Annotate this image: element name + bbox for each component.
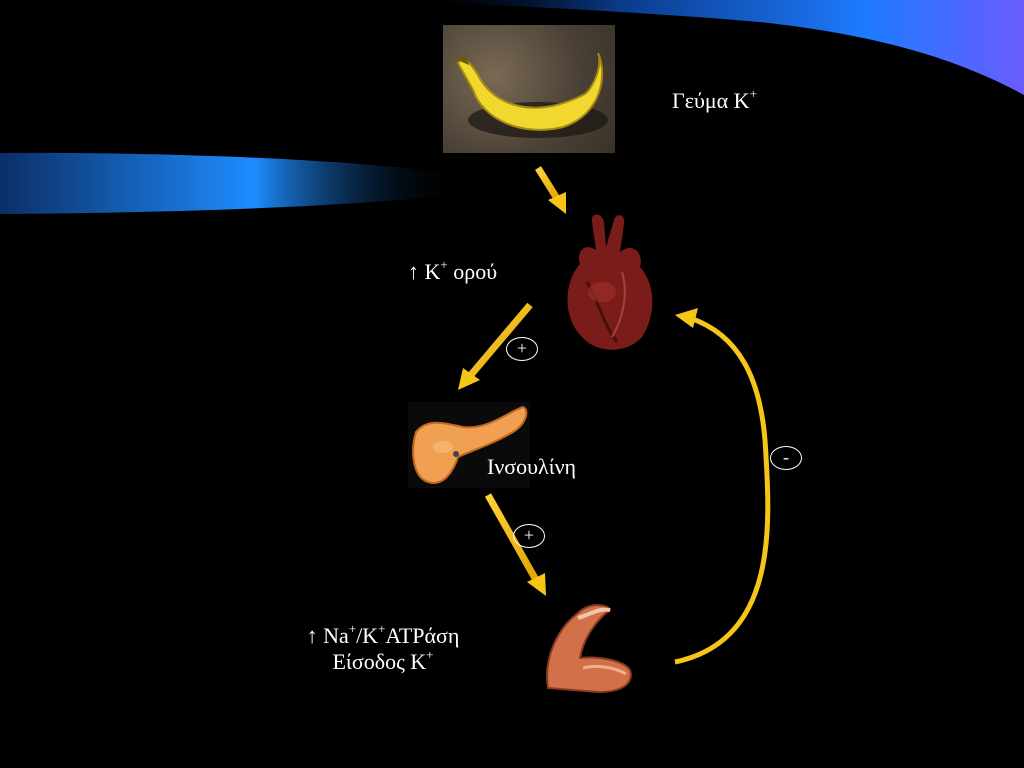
heart-image [562, 212, 658, 354]
meal-label: Γεύμα K+ [672, 86, 757, 113]
left-swoosh [0, 152, 463, 214]
muscle-image [538, 598, 638, 694]
banana-image [443, 25, 615, 153]
potassium-entry-line: Είσοδος K+ [332, 647, 434, 675]
arrow-heart-to-pancreas [458, 302, 533, 390]
atpase-label: ↑ Na+/K+ATPάση Είσοδος K+ [282, 621, 484, 676]
minus-sign-feedback: - [770, 446, 802, 470]
pancreas-image [408, 402, 530, 488]
plus-sign-pancreas-muscle: + [513, 524, 545, 548]
top-swoosh [400, 0, 1024, 95]
atpase-line: ↑ Na+/K+ATPάση [306, 621, 460, 648]
plus-sign-heart-pancreas: + [506, 337, 538, 361]
serum-potassium-label: ↑ K+ ορού [408, 257, 498, 284]
insulin-label: Ινσουλίνη [487, 454, 577, 479]
arrow-pancreas-to-muscle [484, 493, 546, 596]
arrow-banana-to-heart [535, 166, 566, 214]
arrow-feedback [674, 308, 771, 665]
